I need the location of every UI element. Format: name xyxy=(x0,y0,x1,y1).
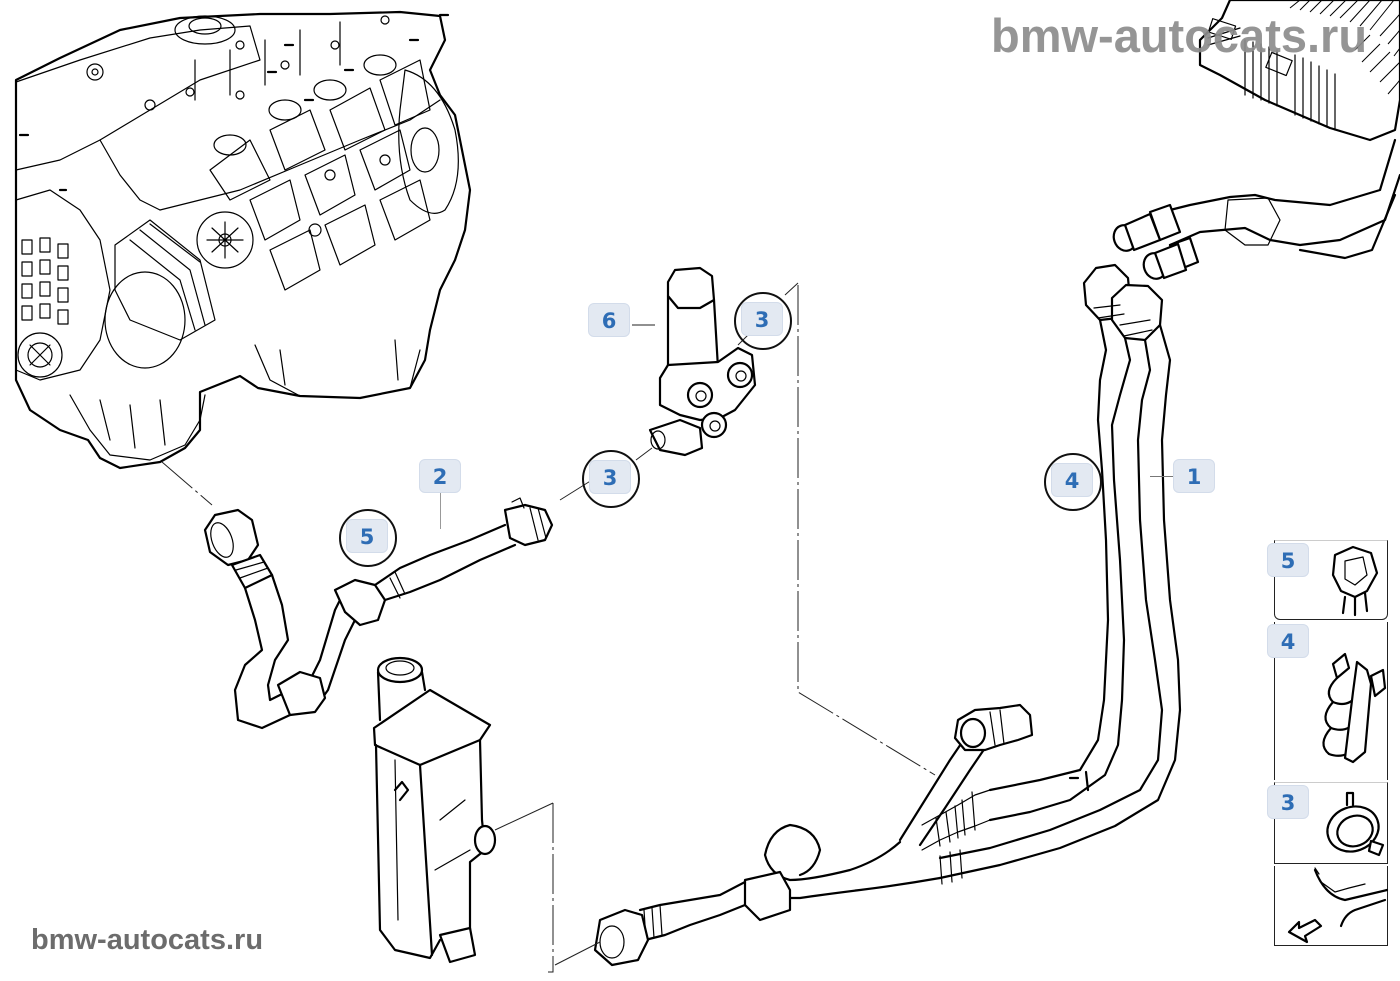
side-panel-label-4: 4 xyxy=(1267,624,1309,658)
hose-holder-icon xyxy=(1322,652,1387,764)
watermark-bottom[interactable]: bmw-autocats.ru xyxy=(31,924,264,956)
front-direction-arrow-icon xyxy=(1287,867,1389,944)
side-panel-label-5: 5 xyxy=(1267,543,1309,577)
side-panel-label-3: 3 xyxy=(1267,785,1309,819)
callout-clamp-valve-bottom[interactable]: 3 xyxy=(582,450,640,508)
hose-clamp-icon xyxy=(1326,791,1385,857)
coolant-hose-left-illustration xyxy=(203,497,554,730)
callout-clamp-valve-top[interactable]: 3 xyxy=(734,292,792,350)
hose-clip-icon xyxy=(1331,545,1379,617)
heater-hose-pair-illustration xyxy=(494,263,1182,973)
water-valve-illustration xyxy=(559,266,757,501)
watermark-top: bmw-autocats.ru xyxy=(991,9,1368,62)
callout-clip-left[interactable]: 5 xyxy=(339,509,397,567)
expansion-tank-illustration xyxy=(372,656,497,964)
side-panel-item-clip[interactable]: 5 xyxy=(1267,540,1388,620)
leader-line-1 xyxy=(1150,476,1173,477)
callout-hose-right-outer[interactable]: 1 xyxy=(1173,459,1215,493)
leader-line-2 xyxy=(440,493,441,529)
side-panel-item-front-direction[interactable] xyxy=(1274,866,1389,946)
heater-core-illustration xyxy=(1112,0,1400,280)
callout-hose-right-inner[interactable]: 4 xyxy=(1044,453,1102,511)
engine-block-illustration xyxy=(14,10,472,506)
callout-hose-left[interactable]: 2 xyxy=(419,459,461,493)
side-panel-item-holder[interactable]: 4 xyxy=(1267,622,1388,780)
side-panel-item-clamp[interactable]: 3 xyxy=(1267,782,1388,864)
callout-valve[interactable]: 6 xyxy=(588,303,630,337)
